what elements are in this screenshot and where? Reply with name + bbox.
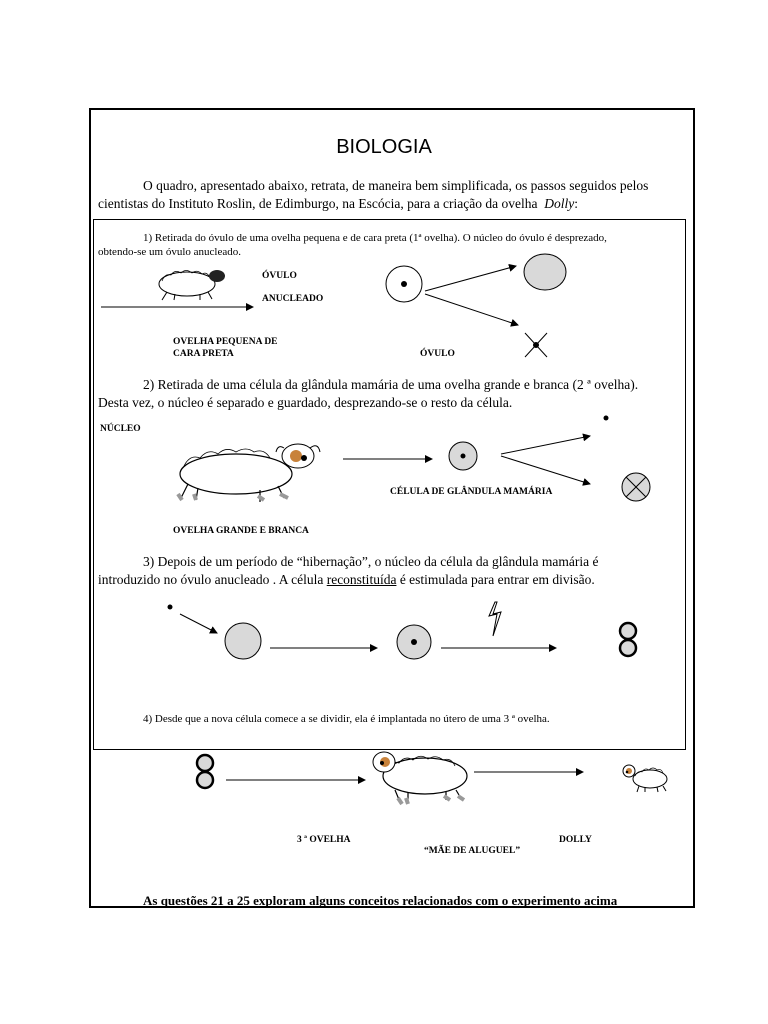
step3-line-2a: introduzido no óvulo anucleado . A célul… <box>98 572 324 587</box>
ovulo-nucleus-dot <box>401 281 407 287</box>
label-nucleo: NÚCLEO <box>100 424 141 434</box>
arrow-step1-b <box>424 263 517 292</box>
label-ovulo: ÓVULO <box>262 271 297 281</box>
step4-line-1: 4) Desde que a nova célula comece a se d… <box>143 713 550 725</box>
page-title: BIOLOGIA <box>336 136 432 158</box>
large-white-sheep <box>176 443 321 502</box>
reconstituida-word: reconstituída <box>326 572 397 587</box>
label-dolly: DOLLY <box>559 835 592 845</box>
arrow-step3-a <box>179 613 218 634</box>
step1-line-1: 1) Retirada do óvulo de uma ovelha peque… <box>143 232 607 244</box>
intro-colon: : <box>574 196 579 211</box>
intro-line-2-text: cientistas do Instituto Roslin, de Edimb… <box>98 196 538 211</box>
electric-shock-icon <box>488 601 502 637</box>
reconstituted-nucleus <box>411 639 417 645</box>
anucleated-ovum <box>523 253 567 291</box>
surrogate-sheep <box>372 751 468 806</box>
label-celula: CÉLULA DE GLÂNDULA MAMÁRIA <box>390 487 553 497</box>
intro-line-1: O quadro, apresentado abaixo, retrata, d… <box>143 178 649 193</box>
label-mae-de-aluguel: “MÃE DE ALUGUEL” <box>424 846 521 856</box>
label-small-sheep-2: CARA PRETA <box>173 349 234 359</box>
arrow-step2-b <box>500 433 591 455</box>
intro-line-2: cientistas do Instituto Roslin, de Edimb… <box>98 196 578 212</box>
step3-line-2c: é estimulada para entrar em divisão. <box>399 572 595 587</box>
label-anucleado: ANUCLEADO <box>262 294 324 304</box>
step2-line-1: 2) Retirada de uma célula da glândula ma… <box>143 377 639 392</box>
dolly-name: Dolly <box>544 196 575 211</box>
label-3-ovelha: 3 ª OVELHA <box>297 835 351 845</box>
diagram-box <box>93 219 686 750</box>
separated-nucleus <box>603 415 609 421</box>
dolly-lamb <box>622 764 668 793</box>
discarded-cell-x <box>621 472 651 502</box>
small-black-faced-sheep <box>158 270 225 301</box>
page-frame <box>89 108 695 908</box>
footer-text: As questões 21 a 25 exploram alguns conc… <box>143 893 618 908</box>
step2-line-2: Desta vez, o núcleo é separado e guardad… <box>98 395 513 410</box>
label-big-sheep: OVELHA GRANDE E BRANCA <box>173 526 309 536</box>
step3-line-2: introduzido no óvulo anucleado . A célul… <box>98 572 595 588</box>
step1-line-2: obtendo-se um óvulo anucleado. <box>98 246 241 258</box>
mammary-cell-nucleus <box>460 453 466 459</box>
discarded-nucleus-x <box>524 332 548 358</box>
label-small-sheep-1: OVELHA PEQUENA DE <box>173 337 278 347</box>
arrow-step2-c <box>500 455 591 486</box>
label-ovulo-2: ÓVULO <box>420 349 455 359</box>
anucleated-ovum-step3 <box>224 622 262 660</box>
step3-line-1: 3) Depois de um período de “hibernação”,… <box>143 554 599 569</box>
arrow-step1-c <box>424 293 519 327</box>
nucleus-dot-step3 <box>167 604 173 610</box>
dividing-cell-step4 <box>195 753 215 790</box>
dividing-cell-step3 <box>618 621 638 658</box>
